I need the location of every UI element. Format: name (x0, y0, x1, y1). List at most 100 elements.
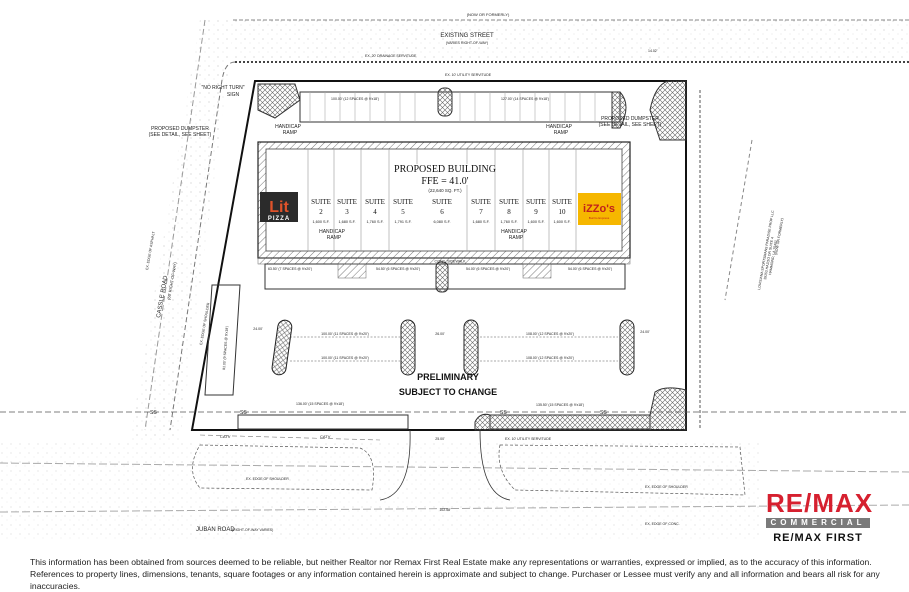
svg-text:PROPOSED DUMPSTER: PROPOSED DUMPSTER (601, 116, 659, 122)
svg-text:135.50' (15 SPACES @ 9'x18'): 135.50' (15 SPACES @ 9'x18') (536, 403, 584, 407)
svg-text:9: 9 (534, 208, 538, 216)
svg-text:HANDICAP: HANDICAP (546, 124, 573, 130)
svg-text:EX. EDGE OF SHOULDER: EX. EDGE OF SHOULDER (199, 302, 210, 345)
svg-text:102.58': 102.58' (439, 508, 451, 512)
svg-text:EX. EDGE OF SHOULDER: EX. EDGE OF SHOULDER (645, 485, 688, 489)
svg-text:63.50' (7 SPACES @ 9'x20'): 63.50' (7 SPACES @ 9'x20') (268, 267, 312, 271)
svg-text:24.00': 24.00' (253, 327, 263, 331)
svg-text:136.00' (15 SPACES @ 9'x18'): 136.00' (15 SPACES @ 9'x18') (296, 402, 344, 406)
svg-text:1,760 S.F.: 1,760 S.F. (500, 220, 517, 224)
svg-text:RAMP: RAMP (509, 235, 524, 241)
remax-office: RE/MAX FIRST (773, 532, 863, 544)
svg-text:EX. EDGE OF ASPHALT: EX. EDGE OF ASPHALT (145, 230, 156, 270)
suite-2: SUITE 2 1,600 S.F. (311, 198, 331, 224)
island-top-right (611, 91, 627, 129)
svg-text:SS: SS (240, 410, 247, 416)
remax-logo: RE/MAX COMMERCIAL RE/MAX FIRST (766, 490, 872, 544)
svg-text:Burrito Express: Burrito Express (589, 216, 610, 220)
svg-text:PROPOSED DUMPSTER: PROPOSED DUMPSTER (151, 126, 209, 132)
svg-text:RAMP: RAMP (554, 130, 569, 136)
svg-text:1,600 S.F.: 1,600 S.F. (312, 220, 329, 224)
disclaimer: This information has been obtained from … (30, 557, 880, 591)
svg-text:SUITE: SUITE (311, 198, 331, 206)
svg-text:3: 3 (345, 208, 349, 216)
svg-text:54.00' (6 SPACES @ 9'x20'): 54.00' (6 SPACES @ 9'x20') (466, 267, 510, 271)
svg-text:EX. 20' DRAINAGE SERVITUDE: EX. 20' DRAINAGE SERVITUDE (365, 54, 417, 58)
svg-text:100.00' (12 SPACES @ 9'x18'): 100.00' (12 SPACES @ 9'x18') (331, 97, 379, 101)
svg-text:EX. 10' UTILITY SERVITUDE: EX. 10' UTILITY SERVITUDE (505, 437, 552, 441)
lit-pizza-logo: Lit PIZZA (260, 192, 298, 222)
svg-text:CATV: CATV (320, 434, 331, 439)
svg-text:SUITE: SUITE (365, 198, 385, 206)
svg-text:SUITE: SUITE (471, 198, 491, 206)
handicap-stall-right (522, 263, 552, 279)
svg-text:100.00' (11 SPACES @ 9'x20'): 100.00' (11 SPACES @ 9'x20') (321, 332, 369, 336)
svg-text:19153 HAZOO DR SUITE 4: 19153 HAZOO DR SUITE 4 (763, 237, 774, 280)
svg-text:1,600 S.F.: 1,600 S.F. (553, 220, 570, 224)
svg-text:HAMMOND, LA 70401: HAMMOND, LA 70401 (768, 240, 778, 275)
svg-text:81.00' (9 SPACES @ 9'x18'): 81.00' (9 SPACES @ 9'x18') (222, 326, 229, 370)
svg-text:SS: SS (150, 410, 157, 416)
street-row: (VARIES RIGHT-OF-WAY) (446, 41, 488, 45)
preliminary-label: PRELIMINARY (417, 372, 479, 382)
svg-text:6,080 S.F.: 6,080 S.F. (433, 220, 450, 224)
svg-text:8: 8 (507, 208, 511, 216)
suite-4: SUITE 4 1,760 S.F. (365, 198, 385, 224)
svg-text:SUITE: SUITE (393, 198, 413, 206)
svg-text:1,791 S.F.: 1,791 S.F. (394, 220, 411, 224)
suites: SUITE 2 1,600 S.F. SUITE 3 1,680 S.F. SUITE 4… (311, 198, 572, 224)
svg-text:4: 4 (373, 208, 377, 216)
island-bottom-right (474, 387, 687, 431)
svg-text:EX. EDGE OF CONC.: EX. EDGE OF CONC. (645, 522, 680, 526)
neighbor-owner: LOUISIANA SPORTSMANS PARADISE PROP LLC 1… (757, 210, 784, 290)
svg-text:7: 7 (479, 208, 483, 216)
svg-text:1,760 S.F.: 1,760 S.F. (366, 220, 383, 224)
svg-text:108.00' (12 SPACES @ 9'x20'): 108.00' (12 SPACES @ 9'x20') (526, 356, 574, 360)
building-ffe: FFE = 41.0' (421, 176, 468, 187)
existing-street (235, 20, 909, 62)
svg-text:EX. 10' UTILITY SERVITUDE: EX. 10' UTILITY SERVITUDE (445, 73, 492, 77)
svg-text:SUITE: SUITE (526, 198, 546, 206)
svg-text:HANDICAP: HANDICAP (319, 229, 346, 235)
svg-text:SS: SS (600, 410, 607, 416)
street-name: EXISTING STREET (440, 33, 494, 39)
top-island (437, 87, 453, 117)
suite-5: SUITE 5 1,791 S.F. (393, 198, 413, 224)
svg-text:127.00' (14 SPACES @ 9'x18'): 127.00' (14 SPACES @ 9'x18') (501, 97, 549, 101)
svg-text:25.00': 25.00' (435, 437, 445, 441)
svg-text:(SEE DETAIL, SEE SHEET): (SEE DETAIL, SEE SHEET) (599, 122, 662, 128)
svg-text:1,680 S.F.: 1,680 S.F. (472, 220, 489, 224)
handicap-stall-left (337, 263, 367, 279)
svg-text:RAMP: RAMP (283, 130, 298, 136)
svg-text:(RIGHT-OF-WAY VARIES): (RIGHT-OF-WAY VARIES) (232, 528, 273, 532)
svg-text:SIGN: SIGN (227, 92, 240, 98)
svg-text:14.02': 14.02' (648, 49, 658, 53)
svg-text:"NO RIGHT TURN": "NO RIGHT TURN" (201, 85, 244, 91)
suite-7: SUITE 7 1,680 S.F. (471, 198, 491, 224)
front-island (435, 261, 449, 293)
svg-text:26.00': 26.00' (435, 332, 445, 336)
svg-text:SUITE: SUITE (552, 198, 572, 206)
building-area: (22,640 SQ. FT.) (428, 188, 462, 193)
svg-text:6: 6 (440, 208, 444, 216)
dumpster-right (649, 80, 687, 141)
svg-text:5: 5 (401, 208, 405, 216)
cassle-road-pavement (130, 20, 235, 440)
building-title: PROPOSED BUILDING (394, 164, 496, 175)
svg-text:SUITE: SUITE (337, 198, 357, 206)
svg-text:108.00' (12 SPACES @ 9'x20'): 108.00' (12 SPACES @ 9'x20') (526, 332, 574, 336)
svg-text:2: 2 (319, 208, 323, 216)
svg-text:iZZo's: iZZo's (583, 203, 615, 215)
subject-to-change-label: SUBJECT TO CHANGE (399, 387, 497, 397)
svg-text:100.00' (11 SPACES @ 9'x20'): 100.00' (11 SPACES @ 9'x20') (321, 356, 369, 360)
svg-text:(NOW OR FORMERLY): (NOW OR FORMERLY) (774, 218, 784, 255)
juban-road (0, 440, 760, 540)
conc-sidewalk-label: CONC. SIDEWALK (434, 260, 466, 264)
svg-text:HANDICAP: HANDICAP (501, 229, 528, 235)
svg-text:SUITE: SUITE (499, 198, 519, 206)
